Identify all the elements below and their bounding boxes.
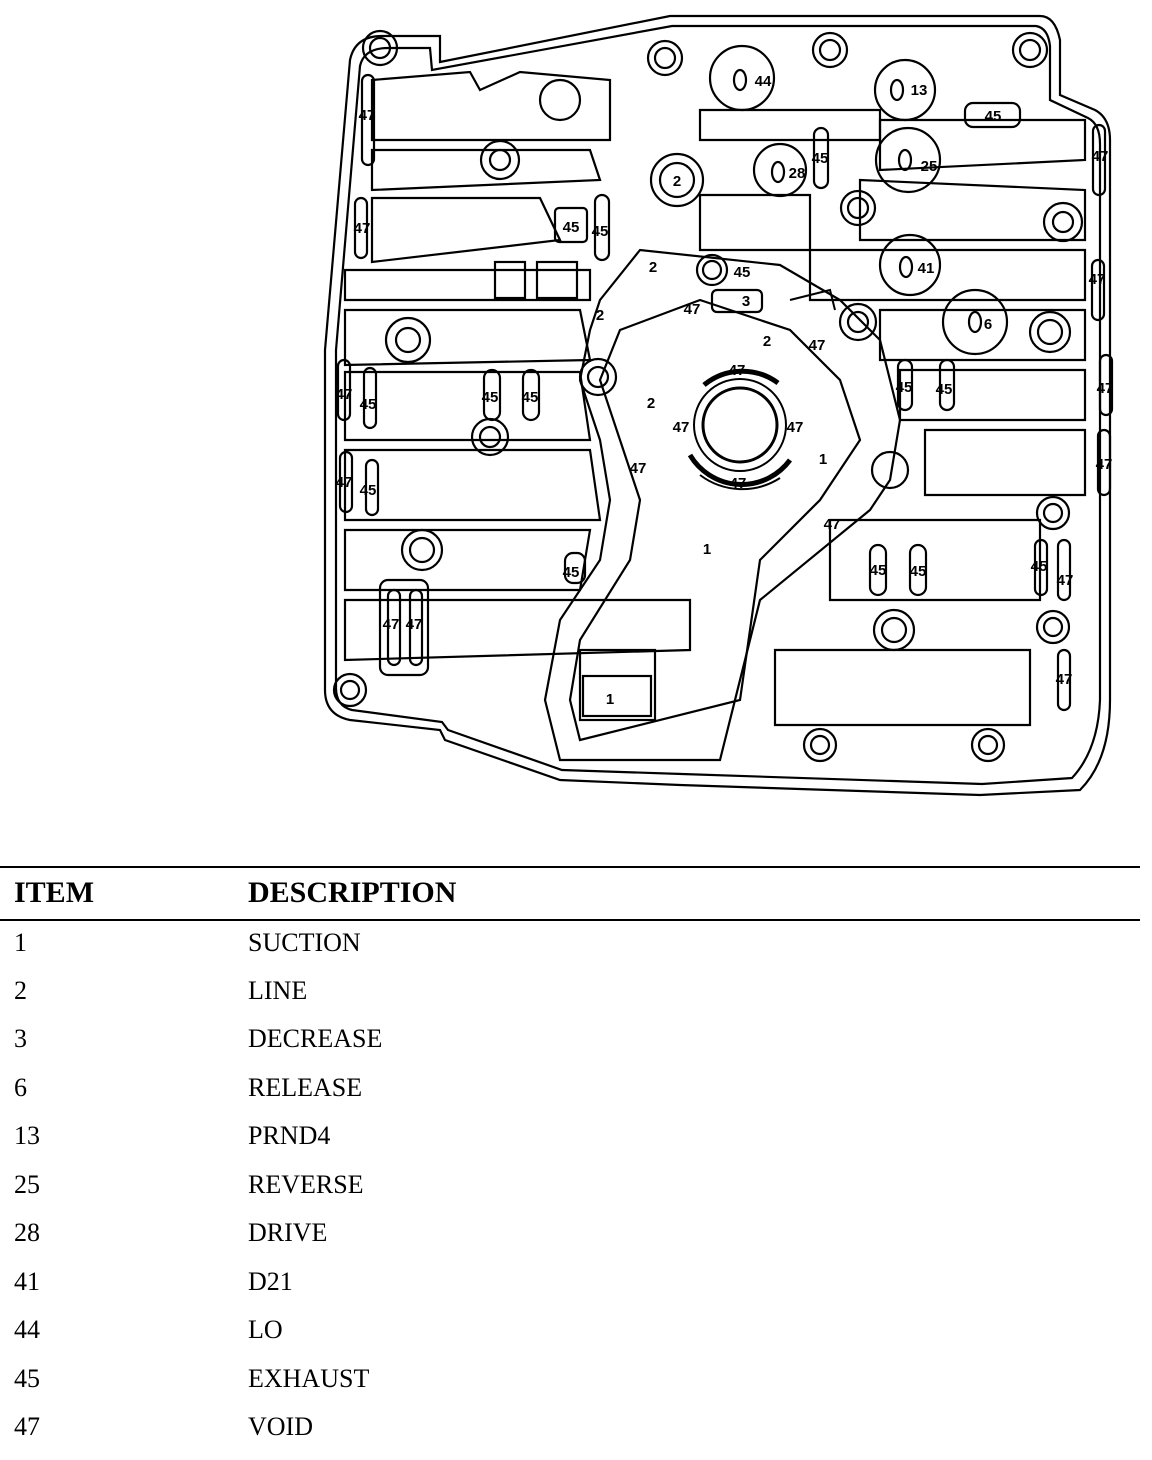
callout-label: 2: [596, 307, 604, 324]
legend-row: 45 EXHAUST: [0, 1364, 1140, 1412]
legend-item-description: PRND4: [248, 1121, 331, 1150]
legend-header-item: ITEM: [14, 876, 95, 909]
callout-label: 47: [684, 301, 701, 318]
callout-label: 45: [522, 389, 539, 406]
callout-label: 45: [812, 150, 829, 167]
callout-label: 1: [606, 691, 614, 708]
callout-label: 45: [1031, 558, 1048, 575]
legend-row: 6 RELEASE: [0, 1073, 1140, 1121]
legend-item-description: D21: [248, 1267, 293, 1296]
legend-item-number: 45: [14, 1364, 40, 1393]
callout-label: 2: [649, 259, 657, 276]
callout-label: 13: [911, 82, 928, 99]
valve-body-diagram: 4747474545454745454747454524413452845254…: [323, 14, 1114, 797]
legend-row: 44 LO: [0, 1315, 1140, 1363]
legend-item-number: 41: [14, 1267, 40, 1296]
legend-item-description: LO: [248, 1315, 283, 1344]
legend-item-description: VOID: [248, 1412, 313, 1441]
callout-label: 6: [984, 316, 992, 333]
callout-label: 47: [730, 475, 747, 492]
legend-item-description: DECREASE: [248, 1024, 383, 1053]
callout-label: 2: [763, 333, 771, 350]
legend-row: 25 REVERSE: [0, 1170, 1140, 1218]
callout-label: 28: [789, 165, 806, 182]
callout-label: 47: [1096, 456, 1113, 473]
legend-row: 28 DRIVE: [0, 1218, 1140, 1266]
callout-label: 45: [563, 564, 580, 581]
callout-label: 45: [592, 223, 609, 240]
legend-item-number: 2: [14, 976, 27, 1005]
legend-item-description: RELEASE: [248, 1073, 363, 1102]
callout-label: 44: [755, 73, 772, 90]
gasket-outline: [323, 14, 1114, 797]
callout-label: 45: [870, 562, 887, 579]
legend-item-number: 1: [14, 928, 27, 957]
callout-label: 47: [809, 337, 826, 354]
callout-label: 47: [630, 460, 647, 477]
callout-label: 47: [1057, 572, 1074, 589]
callout-label: 47: [1097, 380, 1114, 397]
callout-label: 47: [336, 386, 353, 403]
callout-label: 25: [921, 158, 938, 175]
legend-item-description: LINE: [248, 976, 308, 1005]
callout-label: 47: [383, 616, 400, 633]
callout-label: 3: [742, 293, 750, 310]
callout-label: 45: [482, 389, 499, 406]
legend-item-description: EXHAUST: [248, 1364, 370, 1393]
callout-label: 45: [360, 396, 377, 413]
callout-label: 41: [918, 260, 935, 277]
legend-row: 3 DECREASE: [0, 1024, 1140, 1072]
callout-label: 47: [336, 474, 353, 491]
legend-row: 41 D21: [0, 1267, 1140, 1315]
legend-row: 13 PRND4: [0, 1121, 1140, 1169]
legend-item-number: 25: [14, 1170, 40, 1199]
legend-item-number: 28: [14, 1218, 40, 1247]
callout-label: 1: [703, 541, 711, 558]
legend-header-rule: [0, 919, 1140, 921]
callout-label: 45: [985, 108, 1002, 125]
legend-row: 2 LINE: [0, 976, 1140, 1024]
callout-label: 47: [787, 419, 804, 436]
legend-row: 1 SUCTION: [0, 928, 1140, 976]
legend-item-description: DRIVE: [248, 1218, 328, 1247]
callout-label: 2: [673, 173, 681, 190]
callout-label: 47: [673, 419, 690, 436]
legend-item-number: 3: [14, 1024, 27, 1053]
callout-label: 47: [824, 516, 841, 533]
callout-label: 2: [647, 395, 655, 412]
legend-item-number: 44: [14, 1315, 40, 1344]
legend-header-description: DESCRIPTION: [248, 876, 457, 909]
legend-top-rule: [0, 866, 1140, 868]
legend-item-number: 13: [14, 1121, 40, 1150]
legend-item-number: 47: [14, 1412, 40, 1441]
callout-label: 45: [563, 219, 580, 236]
callout-label: 47: [1089, 271, 1106, 288]
legend-item-number: 6: [14, 1073, 27, 1102]
callout-label: 47: [1056, 671, 1073, 688]
callout-label: 47: [359, 107, 376, 124]
legend-item-description: SUCTION: [248, 928, 361, 957]
callout-label: 47: [406, 616, 423, 633]
callout-label: 47: [729, 362, 746, 379]
callout-label: 45: [360, 482, 377, 499]
callout-label: 45: [896, 379, 913, 396]
callout-label: 45: [936, 381, 953, 398]
legend-item-description: REVERSE: [248, 1170, 364, 1199]
callout-label: 1: [819, 451, 827, 468]
legend-row: 47 VOID: [0, 1412, 1140, 1460]
callout-label: 45: [734, 264, 751, 281]
callout-label: 47: [354, 220, 371, 237]
callout-label: 45: [910, 563, 927, 580]
callout-label: 47: [1092, 148, 1109, 165]
